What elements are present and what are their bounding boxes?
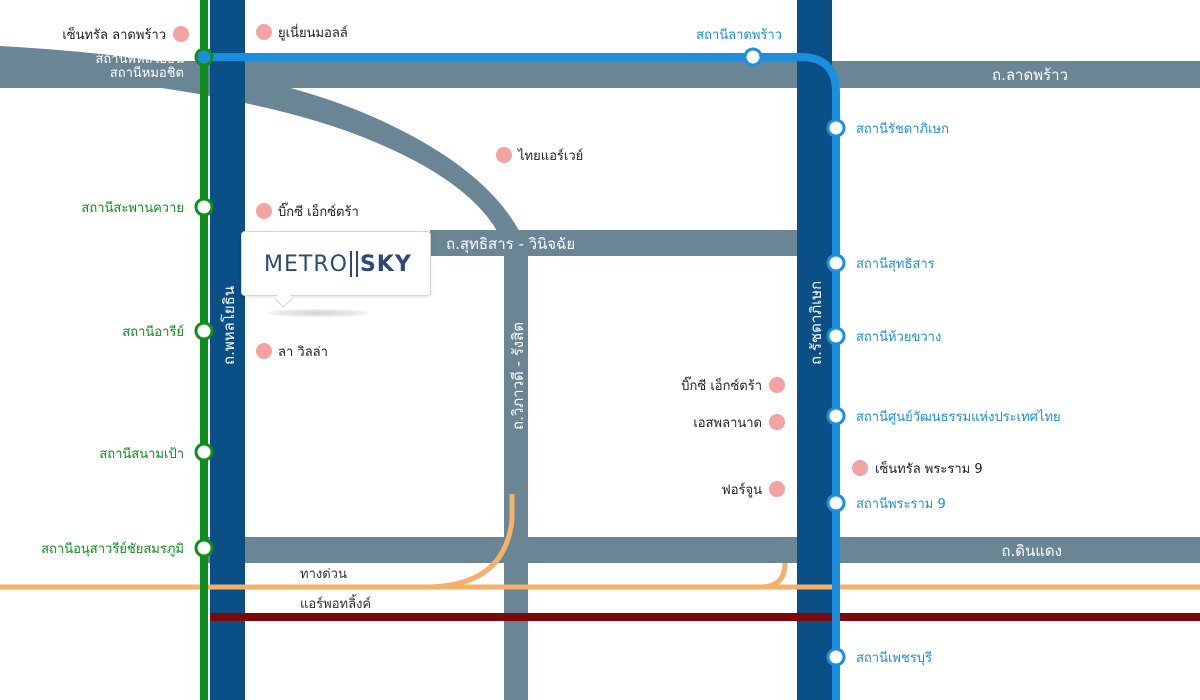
- station-marker[interactable]: [194, 442, 214, 462]
- station-marker[interactable]: [826, 118, 846, 138]
- road-label-airport-link: แอร์พอทลิ้งค์: [300, 594, 371, 612]
- station-label-victory-monument: สถานีอนุสาวรีย์ชัยสมรภูมิ: [41, 541, 184, 557]
- din-daeng-road: [244, 537, 1200, 563]
- phahonyothin-road: [210, 0, 245, 700]
- callout-shadow: [268, 309, 368, 317]
- logo-text-sky: SKY: [359, 251, 412, 277]
- station-label-cultural-centre: สถานีศูนย์วัฒนธรรมแห่งประเทศไทย: [856, 409, 1061, 425]
- station-marker[interactable]: [194, 197, 214, 217]
- station-marker[interactable]: [826, 647, 846, 667]
- station-label-ladprao: สถานีลาดพร้าว: [696, 27, 782, 43]
- logo-tower-icon: [349, 251, 358, 277]
- poi-label-la-villa: ลา วิลล่า: [278, 345, 328, 360]
- station-label-mochit: สถานีหมอชิต: [110, 65, 184, 81]
- poi-label-bigc-2: บิ๊กซี เอ็กซ์ตร้า: [681, 376, 762, 394]
- poi-dot[interactable]: [256, 203, 272, 219]
- station-label-rama-9: สถานีพระราม 9: [856, 496, 946, 512]
- road-label-ratchadaphisek: ถ.รัชดาภิเษก: [807, 281, 825, 365]
- poi-label-fortune: ฟอร์จูน: [722, 482, 763, 498]
- station-marker[interactable]: [826, 253, 846, 273]
- poi-dot[interactable]: [769, 414, 785, 430]
- green-line: [200, 0, 208, 700]
- poi-label-thai-airways: ไทยแอร์เวย์: [517, 148, 583, 164]
- station-marker[interactable]: [194, 321, 214, 341]
- road-label-expressway: ทางด่วน: [300, 567, 347, 582]
- poi-markers: [173, 24, 868, 497]
- station-label-huai-khwang: สถานีห้วยขวาง: [856, 329, 941, 345]
- station-label-ratchadaphisek: สถานีรัชดาภิเษก: [856, 121, 949, 137]
- project-callout[interactable]: [241, 231, 431, 296]
- poi-label-esplanade: เอสพลานาด: [693, 416, 762, 431]
- station-marker[interactable]: [194, 538, 214, 558]
- blue-stations: [743, 47, 846, 667]
- ratchadaphisek-road: [797, 0, 832, 700]
- station-label-sanam-pao: สถานีสนามเป้า: [99, 446, 184, 462]
- phahonyothin-ladprao-curve: [0, 46, 528, 700]
- poi-dot[interactable]: [852, 460, 868, 476]
- poi-label-bigc-1: บิ๊กซี เอ็กซ์ตร้า: [278, 202, 359, 220]
- grey-roads: [0, 46, 1200, 700]
- logo-text-metro: METRO: [264, 251, 348, 277]
- station-marker[interactable]: [743, 47, 763, 67]
- airport-link-line: [210, 613, 1200, 621]
- green-stations: [194, 47, 214, 558]
- station-marker[interactable]: [194, 47, 214, 67]
- poi-dot[interactable]: [256, 24, 272, 40]
- blue-line: [205, 53, 840, 700]
- station-label-phetchaburi: สถานีเพชรบุรี: [856, 650, 932, 666]
- road-label-sutthisan: ถ.สุทธิสาร - วินิจฉัย: [446, 235, 575, 254]
- station-label-saphan-khwai: สถานีสะพานควาย: [81, 200, 184, 216]
- road-label-phahonyothin: ถ.พหลโยธิน: [220, 286, 238, 365]
- station-marker[interactable]: [826, 326, 846, 346]
- station-label-phahonyothin: สถานีพหลโยธิน: [95, 51, 184, 67]
- road-label-din-daeng: ถ.ดินแดง: [1001, 542, 1062, 560]
- poi-dot[interactable]: [496, 147, 512, 163]
- sutthisan-road: [430, 230, 800, 256]
- poi-dot[interactable]: [173, 26, 189, 42]
- poi-label-central-ladprao: เซ็นทรัล ลาดพร้าว: [62, 25, 166, 43]
- station-label-sutthisan: สถานีสุทธิสาร: [856, 256, 935, 272]
- poi-label-central-rama9: เซ็นทรัล พระราม 9: [875, 459, 983, 477]
- station-marker[interactable]: [826, 493, 846, 513]
- metro-sky-logo: METRO SKY: [264, 250, 412, 278]
- poi-label-union-mall: ยูเนี่ยนมอลล์: [278, 24, 348, 41]
- road-label-ladprao: ถ.ลาดพร้าว: [992, 66, 1068, 84]
- poi-dot[interactable]: [769, 377, 785, 393]
- poi-dot[interactable]: [769, 481, 785, 497]
- road-label-vibhavadi: ถ.วิภาวดี - รังสิต: [509, 322, 527, 430]
- poi-dot[interactable]: [256, 343, 272, 359]
- station-marker[interactable]: [826, 406, 846, 426]
- station-label-ari: สถานีอารีย์: [122, 324, 184, 340]
